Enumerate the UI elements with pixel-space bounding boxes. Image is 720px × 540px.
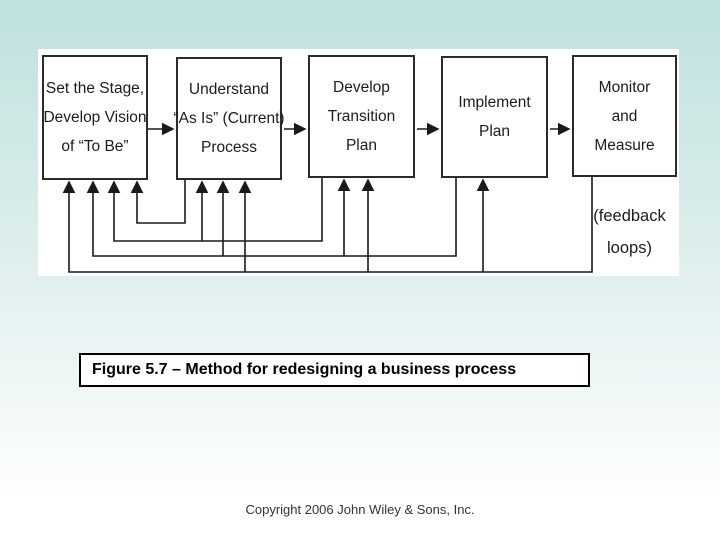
flow-box-label: Set the Stage, Develop Vision of “To Be” [43, 80, 147, 155]
feedback-loop-from-box4 [86, 178, 457, 257]
flowchart-panel: Set the Stage, Develop Vision of “To Be”… [38, 49, 679, 276]
feedback-loop-from-box5 [62, 177, 593, 273]
feedback-loop-from-box2 [130, 180, 186, 224]
feedback-loops-label: (feedback loops) [593, 207, 666, 257]
flow-box-monitor-and-measure: Monitor and Measure [572, 55, 677, 177]
flow-box-label: Develop Transition Plan [327, 79, 396, 154]
flow-box-develop-transition-plan: Develop Transition Plan [308, 55, 415, 178]
flow-box-understand-as-is: Understand “As Is” (Current) Process [173, 57, 285, 180]
copyright-line: Copyright 2006 John Wiley & Sons, Inc. [245, 502, 475, 517]
figure-caption-box: Figure 5.7 – Method for redesigning a bu… [79, 353, 590, 387]
flow-box-set-the-stage: Set the Stage, Develop Vision of “To Be” [42, 55, 148, 180]
flowchart-connectors [62, 122, 593, 273]
flow-box-label: Monitor and Measure [594, 78, 655, 154]
feedback-loop-from-box3 [107, 178, 323, 242]
flow-box-implement-plan: Implement Plan [441, 56, 548, 178]
flow-box-label: Implement Plan [458, 94, 531, 140]
flow-box-label: Understand “As Is” (Current) Process [173, 81, 285, 156]
